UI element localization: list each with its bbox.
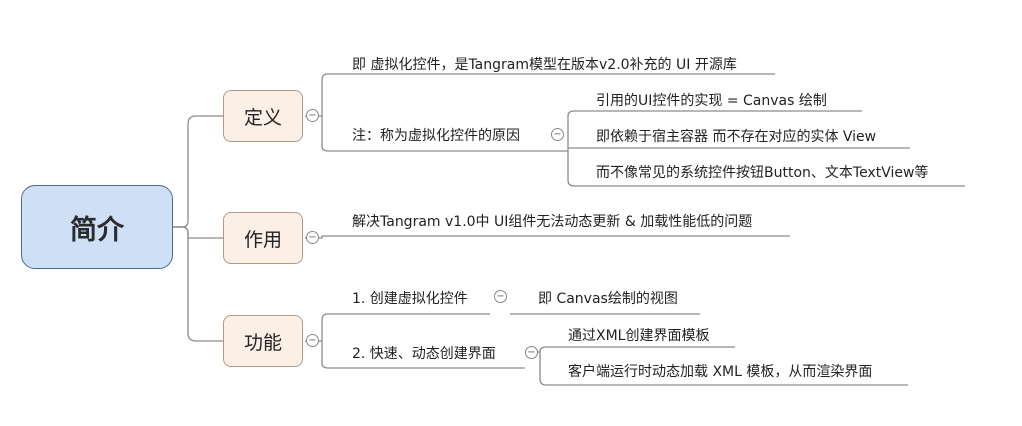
dynamic-runtime-load: 客户端运行时动态加载 XML 模板，从而渲染界面: [568, 364, 873, 380]
dynamic-xml-template: 通过XML创建界面模板: [568, 328, 710, 344]
minus-circle-icon[interactable]: −: [306, 109, 319, 122]
connector-function-child-1: [321, 313, 490, 341]
root-topic[interactable]: 简介: [21, 185, 173, 269]
connector-definition-child-2: [321, 116, 550, 152]
reason-system-controls: 而不像常见的系统控件按钮Button、文本TextView等: [596, 165, 929, 181]
definition-text: 即 虚拟化控件，是Tangram模型在版本v2.0补充的 UI 开源库: [352, 57, 737, 73]
connector-reason-child-1: [567, 110, 862, 151]
minus-circle-icon[interactable]: −: [551, 128, 564, 141]
minus-circle-icon[interactable]: −: [494, 290, 507, 303]
definition-reason: 注：称为虚拟化控件的原因: [352, 128, 520, 144]
minus-circle-icon[interactable]: −: [306, 231, 319, 244]
connector-root-definition: [173, 115, 223, 228]
topic-definition[interactable]: 定义: [223, 90, 303, 142]
connector-dynamic-child-2: [539, 352, 908, 386]
function-dynamic-ui: 2. 快速、动态创建界面: [352, 346, 496, 362]
function-canvas-view: 即 Canvas绘制的视图: [538, 291, 678, 307]
minus-circle-icon[interactable]: −: [306, 334, 319, 347]
topic-purpose[interactable]: 作用: [223, 212, 303, 264]
connector-function-child-2: [321, 341, 525, 369]
purpose-text: 解决Tangram v1.0中 UI组件无法动态更新 & 加载性能低的问题: [352, 214, 753, 230]
function-create-virtual: 1. 创建虚拟化控件: [352, 291, 468, 307]
minus-circle-icon[interactable]: −: [525, 346, 538, 359]
connector-root-purpose: [173, 226, 223, 239]
connector-dynamic-child-1: [539, 346, 735, 353]
connector-purpose-child-1: [305, 235, 790, 239]
connector-root-function: [173, 226, 223, 342]
connector-reason-child-3: [567, 151, 965, 187]
topic-function[interactable]: 功能: [223, 315, 303, 367]
reason-canvas: 引用的UI控件的实现 = Canvas 绘制: [596, 93, 827, 109]
reason-host-container: 即依赖于宿主容器 而不存在对应的实体 View: [596, 129, 877, 145]
connector-definition-child-1: [321, 73, 775, 116]
